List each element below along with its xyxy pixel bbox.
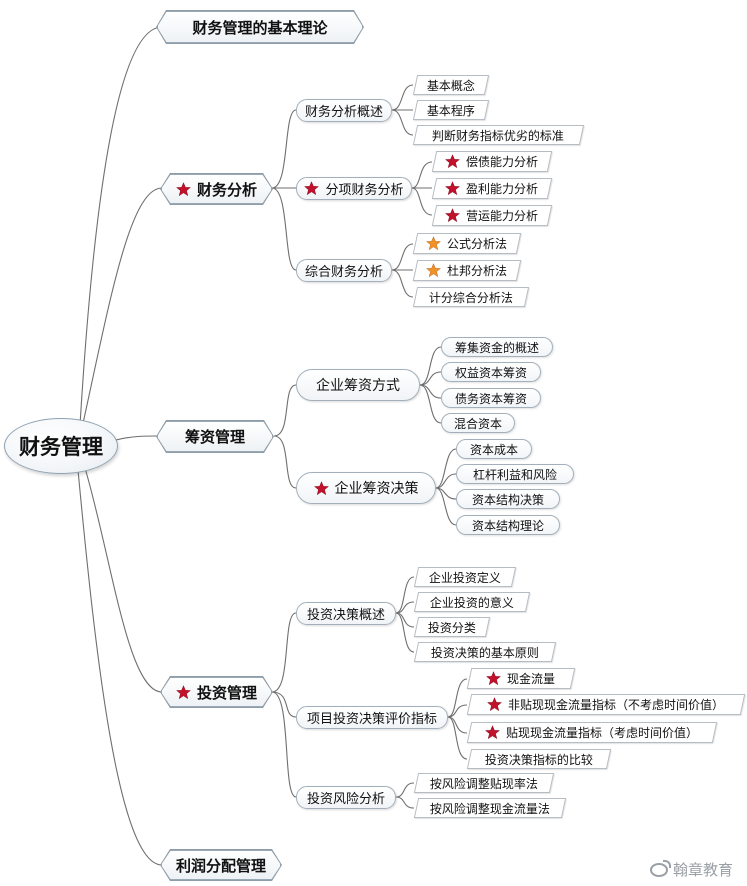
- node-label: 项目投资决策评价指标: [306, 712, 437, 727]
- leaf-risk-adjusted-cashflow[interactable]: 按风险调整现金流量法: [413, 798, 567, 818]
- branch-theory[interactable]: 财务管理的基本理论: [157, 11, 363, 43]
- star-orange-icon: [426, 263, 442, 278]
- star-red-icon: [313, 480, 329, 496]
- leaf-investment-classification[interactable]: 投资分类: [413, 617, 491, 637]
- leaf-non-discounted-indicators[interactable]: 非贴现现金流量指标（不考虑时间价值）: [466, 694, 746, 715]
- leaf-scoring-method[interactable]: 计分综合分析法: [412, 287, 530, 307]
- leaf-cash-flow[interactable]: 现金流量: [466, 668, 576, 689]
- leaf-label: 基本程序: [426, 103, 475, 118]
- leaf-label: 判断财务指标优劣的标准: [432, 128, 565, 143]
- leaf-label: 资本结构决策: [471, 492, 544, 507]
- leaf-label: 营运能力分析: [466, 209, 539, 223]
- leaf-label: 投资分类: [427, 620, 476, 635]
- branch-investment[interactable]: 投资管理: [161, 677, 272, 707]
- leaf-label: 偿债能力分析: [466, 155, 539, 169]
- node-evaluation-indicators[interactable]: 项目投资决策评价指标: [296, 706, 448, 729]
- leaf-debt-financing[interactable]: 债务资本筹资: [441, 388, 541, 408]
- leaf-solvency[interactable]: 偿债能力分析: [431, 151, 553, 172]
- leaf-dupont-method[interactable]: 杜邦分析法: [412, 260, 522, 281]
- leaf-label: 权益资本筹资: [454, 365, 527, 380]
- leaf-hybrid-capital[interactable]: 混合资本: [441, 413, 515, 433]
- star-red-icon: [176, 182, 191, 197]
- leaf-investment-significance[interactable]: 企业投资的意义: [413, 592, 531, 612]
- leaf-indicator-comparison[interactable]: 投资决策指标的比较: [466, 749, 612, 769]
- leaf-discounted-indicators[interactable]: 贴现现金流量指标（考虑时间价值）: [466, 722, 718, 743]
- branch-financing-label: 筹资管理: [184, 428, 245, 446]
- node-label: 财务分析概述: [304, 105, 383, 120]
- star-red-icon: [487, 697, 503, 712]
- node-label: 企业筹资方式: [316, 378, 400, 394]
- leaf-judging-standards[interactable]: 判断财务指标优劣的标准: [412, 125, 585, 145]
- leaf-label: 混合资本: [453, 416, 502, 431]
- leaf-basic-concept[interactable]: 基本概念: [412, 75, 490, 95]
- leaf-operating-capacity[interactable]: 营运能力分析: [431, 205, 553, 226]
- leaf-label: 企业投资定义: [428, 570, 501, 585]
- leaf-label: 投资决策指标的比较: [484, 752, 593, 767]
- leaf-label: 筹集资金的概述: [454, 340, 539, 355]
- node-itemized-analysis[interactable]: 分项财务分析: [296, 177, 412, 200]
- leaf-label: 现金流量: [507, 672, 556, 686]
- watermark: 翰章教育: [649, 859, 733, 880]
- leaf-cost-of-capital[interactable]: 资本成本: [456, 439, 532, 459]
- branch-investment-label: 投资管理: [196, 683, 257, 702]
- node-label: 企业筹资决策: [334, 481, 419, 497]
- leaf-label: 非贴现现金流量指标（不考虑时间价值）: [508, 698, 725, 712]
- leaf-basic-principles[interactable]: 投资决策的基本原则: [413, 642, 557, 662]
- node-label: 投资风险分析: [306, 792, 385, 807]
- node-comprehensive-analysis[interactable]: 综合财务分析: [296, 259, 392, 282]
- leaf-risk-adjusted-discount[interactable]: 按风险调整贴现率法: [413, 773, 555, 793]
- leaf-capital-structure-theory[interactable]: 资本结构理论: [456, 515, 560, 535]
- node-label: 综合财务分析: [304, 265, 383, 280]
- leaf-capital-structure-decision[interactable]: 资本结构决策: [456, 489, 560, 509]
- leaf-label: 投资决策的基本原则: [430, 645, 539, 660]
- leaf-label: 杜邦分析法: [447, 264, 508, 278]
- leaf-label: 资本结构理论: [471, 518, 544, 533]
- star-red-icon: [486, 671, 502, 686]
- leaf-financing-overview[interactable]: 筹集资金的概述: [441, 337, 553, 357]
- leaf-label: 杠杆利益和风险: [472, 467, 557, 482]
- branch-profit-label: 利润分配管理: [175, 856, 266, 875]
- leaf-label: 债务资本筹资: [454, 391, 527, 406]
- leaf-basic-procedure[interactable]: 基本程序: [412, 100, 490, 120]
- node-financing-decisions[interactable]: 企业筹资决策: [296, 472, 436, 504]
- leaf-equity-financing[interactable]: 权益资本筹资: [441, 362, 541, 382]
- branch-theory-label: 财务管理的基本理论: [192, 18, 328, 37]
- leaf-investment-definition[interactable]: 企业投资定义: [413, 567, 517, 587]
- weibo-icon: [649, 859, 671, 877]
- star-red-icon: [445, 154, 461, 169]
- branch-profit[interactable]: 利润分配管理: [161, 850, 281, 880]
- leaf-label: 盈利能力分析: [466, 182, 539, 196]
- leaf-label: 企业投资的意义: [429, 595, 514, 610]
- node-analysis-overview[interactable]: 财务分析概述: [296, 99, 392, 122]
- node-financing-methods[interactable]: 企业筹资方式: [296, 369, 420, 401]
- branch-analysis-label: 财务分析: [196, 180, 257, 199]
- watermark-text: 翰章教育: [672, 861, 733, 879]
- leaf-label: 贴现现金流量指标（考虑时间价值）: [506, 726, 699, 740]
- root-node[interactable]: 财务管理: [4, 418, 118, 474]
- node-investment-overview[interactable]: 投资决策概述: [296, 602, 396, 625]
- branch-financing[interactable]: 筹资管理: [157, 421, 273, 452]
- leaf-label: 按风险调整现金流量法: [429, 801, 550, 816]
- star-red-icon: [485, 725, 501, 740]
- leaf-label: 计分综合分析法: [428, 290, 513, 305]
- star-red-icon: [445, 208, 461, 223]
- leaf-label: 公式分析法: [447, 237, 508, 251]
- leaf-formula-method[interactable]: 公式分析法: [412, 233, 522, 254]
- leaf-leverage-risk[interactable]: 杠杆利益和风险: [456, 464, 574, 484]
- star-orange-icon: [426, 236, 442, 251]
- node-label: 投资决策概述: [306, 608, 385, 623]
- node-investment-risk[interactable]: 投资风险分析: [296, 786, 396, 809]
- star-red-icon: [445, 181, 461, 196]
- star-red-icon: [176, 685, 191, 700]
- star-red-icon: [304, 181, 320, 196]
- root-label: 财务管理: [19, 435, 103, 459]
- node-label: 分项财务分析: [325, 183, 404, 198]
- branch-analysis[interactable]: 财务分析: [161, 174, 272, 204]
- leaf-label: 按风险调整贴现率法: [429, 776, 538, 791]
- leaf-label: 资本成本: [469, 442, 518, 457]
- leaf-profitability[interactable]: 盈利能力分析: [431, 178, 553, 199]
- leaf-label: 基本概念: [426, 78, 475, 93]
